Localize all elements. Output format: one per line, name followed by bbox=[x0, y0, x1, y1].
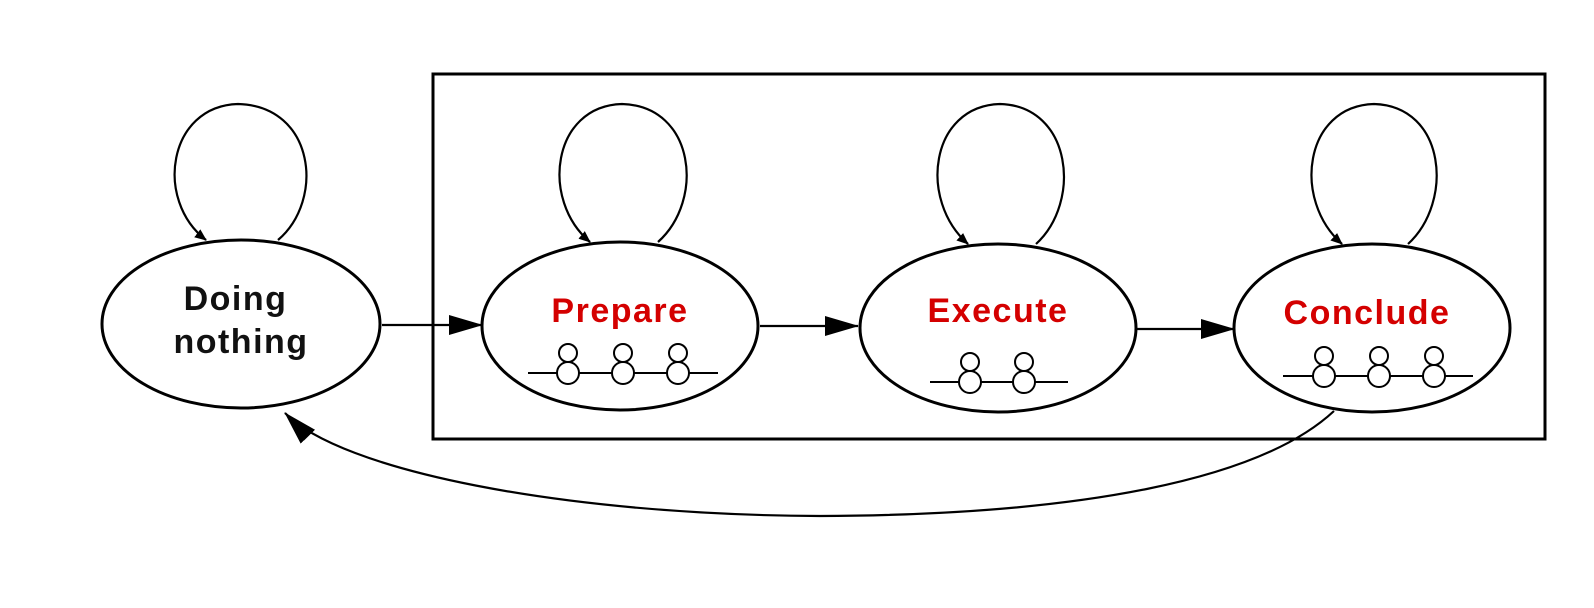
arrow-conclude-to-doing-nothing bbox=[284, 410, 1335, 518]
state-doing-nothing-ellipse bbox=[100, 238, 382, 410]
person-icon bbox=[1312, 346, 1336, 388]
person-icon bbox=[958, 352, 982, 394]
person-icon bbox=[1367, 346, 1391, 388]
person-icon bbox=[1012, 352, 1036, 394]
person-icon bbox=[666, 343, 690, 385]
person-icon bbox=[556, 343, 580, 385]
state-execute-ellipse bbox=[858, 242, 1138, 414]
state-prepare-ellipse bbox=[480, 240, 760, 412]
state-prepare: Prepare bbox=[480, 240, 760, 412]
state-doing-nothing: Doing nothing bbox=[100, 238, 382, 410]
self-loop-conclude bbox=[1310, 102, 1438, 245]
self-loop-execute bbox=[936, 102, 1065, 245]
state-execute-label: Execute bbox=[928, 292, 1069, 330]
process-group-frame bbox=[431, 72, 1547, 441]
state-doing-nothing-label: Doing nothing bbox=[173, 280, 308, 361]
state-execute: Execute bbox=[858, 242, 1138, 414]
state-doing-nothing-label-line-1: Doing bbox=[184, 280, 288, 318]
state-conclude: Conclude bbox=[1232, 242, 1512, 414]
self-loop-prepare bbox=[558, 102, 688, 243]
state-doing-nothing-label-line-2: nothing bbox=[173, 323, 308, 361]
state-prepare-label: Prepare bbox=[551, 292, 688, 330]
people-group-conclude bbox=[1283, 346, 1473, 388]
self-loop-doing-nothing bbox=[173, 102, 308, 241]
people-group-execute bbox=[930, 352, 1068, 394]
person-icon bbox=[611, 343, 635, 385]
people-group-prepare bbox=[528, 343, 718, 385]
state-conclude-label: Conclude bbox=[1284, 294, 1451, 332]
person-icon bbox=[1422, 346, 1446, 388]
